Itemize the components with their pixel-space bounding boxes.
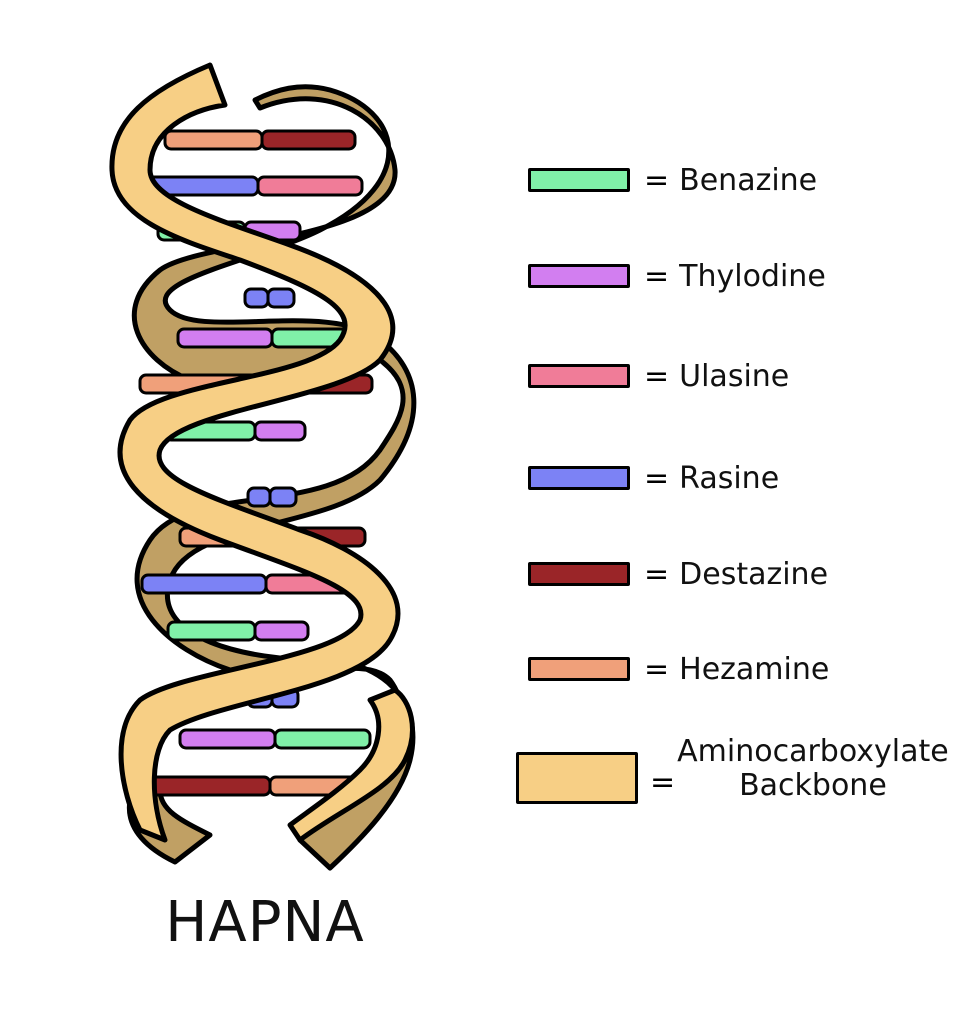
legend-label-backbone: Aminocarboxylate Backbone	[677, 735, 949, 803]
legend-label-destazine: Destazine	[679, 556, 829, 592]
base-pair-rung-13-left	[178, 728, 277, 750]
base-pair-rung-4-left	[243, 287, 270, 309]
equals-sign: =	[644, 556, 670, 592]
legend-item-destazine: = Destazine	[528, 557, 828, 592]
legend-item-thylodine: = Thylodine	[528, 259, 826, 294]
legend-label-backbone-line2: Backbone	[739, 768, 887, 803]
equals-sign: =	[644, 258, 670, 294]
base-pair-rung-5-left	[176, 327, 274, 349]
base-pair-rung-14-left	[143, 775, 272, 797]
legend-swatch-rasine	[528, 466, 630, 490]
base-pair-rung-7-right	[253, 420, 307, 442]
legend-label-thylodine: Thylodine	[679, 258, 826, 294]
base-pair-rung-11-right	[253, 620, 310, 642]
base-pair-rung-8-left	[246, 486, 272, 508]
base-pair-rung-4-right	[266, 287, 296, 309]
equals-sign: =	[644, 460, 670, 496]
diagram-title: HAPNA	[165, 890, 365, 955]
base-pair-rung-1-right	[260, 129, 357, 151]
legend-swatch-backbone	[516, 752, 638, 804]
legend-item-backbone: = Aminocarboxylate Backbone	[516, 735, 949, 804]
base-pair-rung-11-left	[166, 620, 257, 642]
legend-swatch-thylodine	[528, 264, 630, 288]
legend-swatch-destazine	[528, 562, 630, 586]
legend-item-hezamine: = Hezamine	[528, 652, 829, 687]
equals-sign: =	[644, 651, 670, 687]
legend-swatch-hezamine	[528, 657, 630, 681]
base-pair-rung-13-right	[273, 728, 372, 750]
equals-sign: =	[644, 162, 670, 198]
base-pair-rung-8-right	[268, 486, 298, 508]
equals-sign: =	[644, 358, 670, 394]
legend-swatch-benazine	[528, 168, 630, 192]
legend-label-ulasine: Ulasine	[679, 358, 790, 394]
legend-label-benazine: Benazine	[679, 162, 818, 198]
legend-item-rasine: = Rasine	[528, 461, 779, 496]
legend-item-benazine: = Benazine	[528, 163, 817, 198]
legend-item-ulasine: = Ulasine	[528, 359, 789, 394]
base-pair-rung-2-right	[256, 175, 364, 197]
base-pair-rung-10-left	[140, 573, 268, 595]
legend-label-backbone-line1: Aminocarboxylate	[677, 734, 949, 769]
legend-label-rasine: Rasine	[679, 460, 780, 496]
equals-sign: =	[650, 764, 676, 800]
legend-swatch-ulasine	[528, 364, 630, 388]
base-pair-rung-1-left	[163, 129, 264, 151]
front-strand	[109, 62, 415, 843]
legend-label-hezamine: Hezamine	[679, 651, 830, 687]
